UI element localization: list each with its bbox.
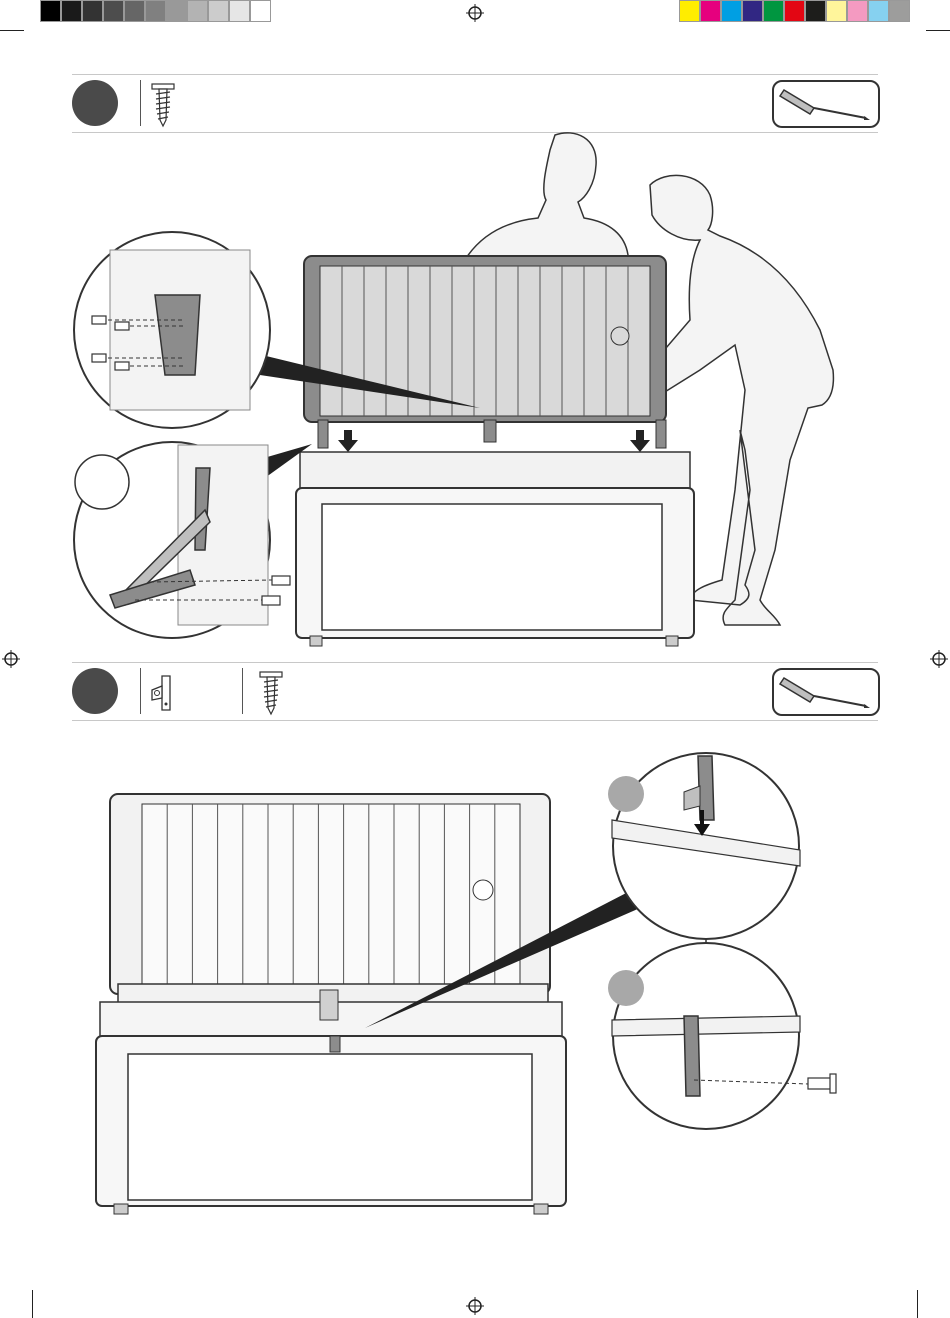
lid: [304, 256, 666, 448]
screw-icon: [258, 670, 284, 716]
calibration-swatch: [889, 0, 910, 22]
step1-tool-box: [772, 80, 880, 128]
crop-mark: [926, 30, 950, 31]
calibration-swatch: [124, 0, 145, 22]
crop-mark: [32, 1290, 33, 1318]
registration-mark-icon: [466, 1297, 484, 1315]
step2-top-rule: [72, 662, 878, 663]
calibration-swatch: [250, 0, 271, 22]
registration-mark-icon: [2, 650, 20, 668]
screwdriver-icon: [774, 670, 878, 714]
calibration-swatch: [826, 0, 847, 22]
calibration-swatch: [763, 0, 784, 22]
detail-circle-bracket-drop: [612, 753, 800, 939]
storage-box-2: [96, 794, 566, 1214]
step1-illustration: [0, 130, 950, 650]
detail-badge-a: [75, 455, 129, 509]
step2-number-badge: [72, 668, 118, 714]
calibration-swatch: [166, 0, 187, 22]
detail-circle-hinge-top: [74, 232, 270, 428]
detail-circle-bracket-screw: [612, 943, 836, 1129]
step1-top-rule: [72, 74, 878, 75]
calibration-swatch: [61, 0, 82, 22]
screw-icon: [150, 82, 176, 128]
calibration-swatch: [868, 0, 889, 22]
detail-badge-b-label: [608, 776, 644, 812]
registration-mark-icon: [466, 4, 484, 22]
calibration-swatch: [742, 0, 763, 22]
step1-number-badge: [72, 80, 118, 126]
calibration-swatch: [721, 0, 742, 22]
calibration-swatch: [679, 0, 700, 22]
crop-mark: [0, 30, 24, 31]
calibration-swatch: [103, 0, 124, 22]
registration-mark-icon: [930, 650, 948, 668]
screwdriver-icon: [774, 82, 878, 126]
calibration-swatch: [82, 0, 103, 22]
calibration-swatch: [208, 0, 229, 22]
step2-tool-box: [772, 668, 880, 716]
step2-bottom-rule: [72, 720, 878, 721]
detail-badge-c-label: [608, 970, 644, 1006]
storage-box-1: [296, 452, 694, 646]
calibration-swatch: [805, 0, 826, 22]
calibration-swatch: [187, 0, 208, 22]
step2-divider-2: [242, 668, 243, 714]
calibration-swatch: [700, 0, 721, 22]
crop-mark: [917, 1290, 918, 1318]
calibration-swatch: [229, 0, 250, 22]
calibration-swatch: [145, 0, 166, 22]
hinge-bracket-icon: [148, 672, 178, 714]
step2-divider-1: [140, 668, 141, 714]
step2-illustration: [0, 740, 950, 1240]
calibration-swatch: [40, 0, 61, 22]
calibration-swatch: [847, 0, 868, 22]
step1-divider: [140, 80, 141, 126]
calibration-swatch: [784, 0, 805, 22]
